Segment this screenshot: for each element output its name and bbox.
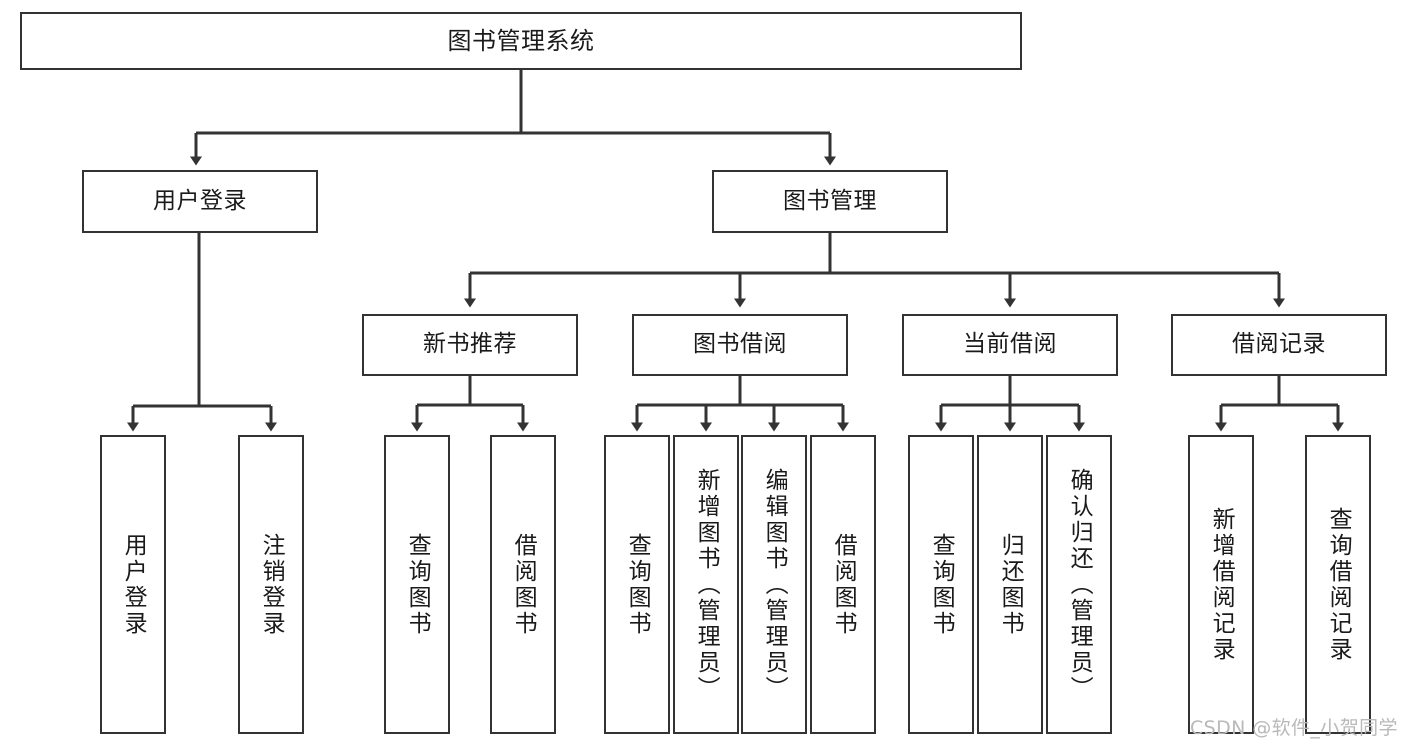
node-label: 用户登录 xyxy=(153,187,247,214)
node-label: 编辑图书（管理员） xyxy=(761,467,788,702)
leaf-borrow-books-borrowing[interactable]: 借阅图书 xyxy=(810,435,876,734)
leaf-edit-book-admin[interactable]: 编辑图书（管理员） xyxy=(741,435,807,734)
node-label: 借阅记录 xyxy=(1232,331,1326,358)
leaf-return-books[interactable]: 归还图书 xyxy=(977,435,1043,734)
node-label: 图书借阅 xyxy=(693,331,787,358)
node-label: 借阅图书 xyxy=(830,532,857,637)
leaf-add-book-admin[interactable]: 新增图书（管理员） xyxy=(673,435,739,734)
leaf-user-login[interactable]: 用户登录 xyxy=(100,435,166,734)
leaf-logout[interactable]: 注销登录 xyxy=(238,435,304,734)
leaf-confirm-return-admin[interactable]: 确认归还（管理员） xyxy=(1046,435,1112,734)
leaf-query-books-new-recommendation[interactable]: 查询图书 xyxy=(384,435,450,734)
node-label: 图书管理系统 xyxy=(447,26,595,55)
node-label: 归还图书 xyxy=(997,532,1024,637)
node-root-book-management-system[interactable]: 图书管理系统 xyxy=(20,12,1022,70)
node-label: 查询借阅记录 xyxy=(1325,506,1352,663)
node-label: 当前借阅 xyxy=(963,331,1057,358)
node-borrowing-records[interactable]: 借阅记录 xyxy=(1171,314,1387,376)
node-label: 图书管理 xyxy=(783,187,877,214)
leaf-add-borrowing-record[interactable]: 新增借阅记录 xyxy=(1188,435,1254,734)
node-label: 注销登录 xyxy=(258,532,285,637)
node-label: 查询图书 xyxy=(624,532,651,637)
node-label: 用户登录 xyxy=(120,532,147,637)
node-current-borrowing[interactable]: 当前借阅 xyxy=(902,314,1118,376)
node-label: 借阅图书 xyxy=(510,532,537,637)
node-label: 确认归还（管理员） xyxy=(1066,467,1093,702)
node-user-login[interactable]: 用户登录 xyxy=(82,170,318,233)
csdn-watermark: CSDN @软件_小贺同学 xyxy=(1190,717,1398,739)
node-label: 新增借阅记录 xyxy=(1208,506,1235,663)
node-book-borrowing[interactable]: 图书借阅 xyxy=(632,314,848,376)
leaf-query-books-current[interactable]: 查询图书 xyxy=(908,435,974,734)
node-book-management[interactable]: 图书管理 xyxy=(712,170,948,233)
leaf-query-borrowing-record[interactable]: 查询借阅记录 xyxy=(1305,435,1371,734)
leaf-query-books-borrowing[interactable]: 查询图书 xyxy=(604,435,670,734)
node-label: 查询图书 xyxy=(928,532,955,637)
node-label: 查询图书 xyxy=(404,532,431,637)
node-label: 新增图书（管理员） xyxy=(693,467,720,702)
leaf-borrow-books-new-recommendation[interactable]: 借阅图书 xyxy=(490,435,556,734)
node-new-book-recommendation[interactable]: 新书推荐 xyxy=(362,314,578,376)
node-label: 新书推荐 xyxy=(423,331,517,358)
